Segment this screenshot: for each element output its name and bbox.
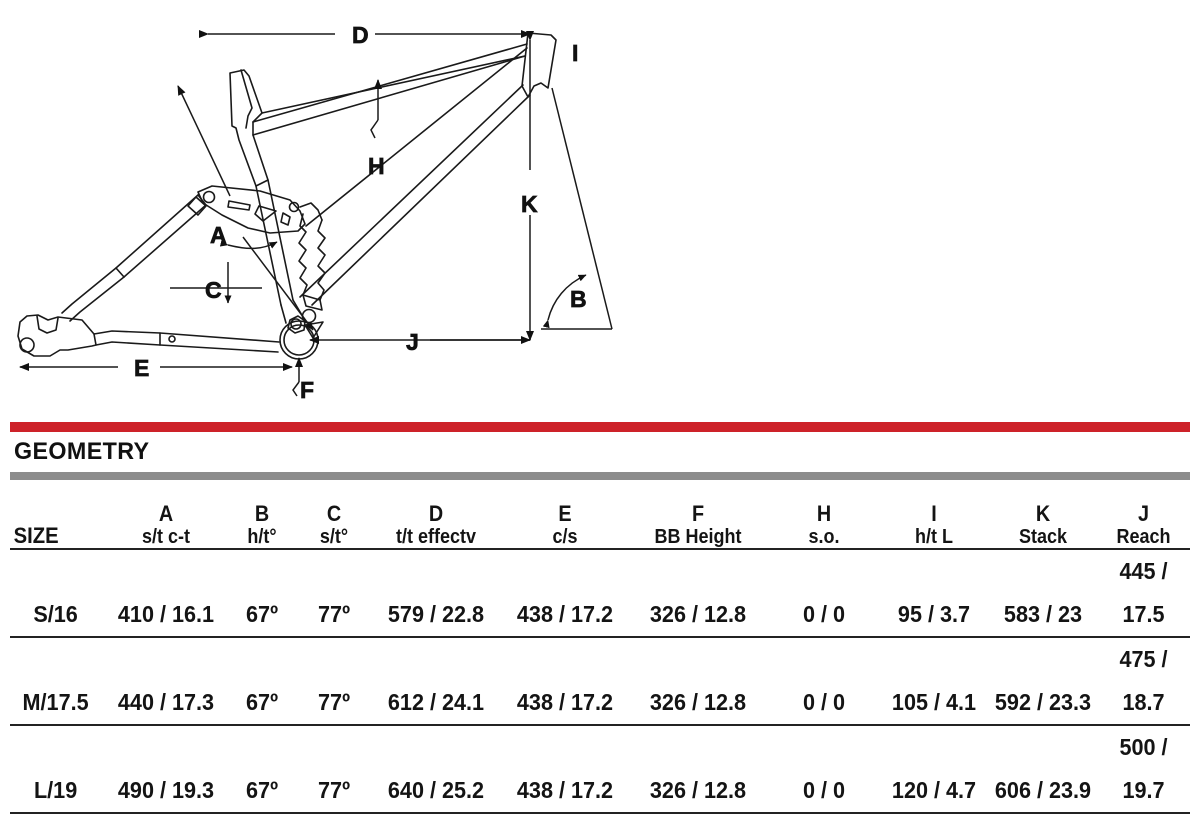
- dim-label-K: K: [521, 191, 538, 217]
- dim-label-E: E: [134, 355, 150, 381]
- col-header-d: D t/t effectv: [369, 486, 503, 549]
- cell-b: 67º: [227, 724, 297, 814]
- cell-c: 77º: [301, 724, 367, 814]
- col-header-j-letter: J: [1137, 501, 1150, 526]
- frame-outline: [17, 32, 557, 360]
- cell-c: 77º: [301, 636, 367, 725]
- col-header-d-letter: D: [428, 501, 444, 526]
- geometry-table: SIZE A s/t c-t B h/t° C s/t° D t/t effec…: [10, 486, 1190, 814]
- cell-b: 67º: [227, 548, 297, 637]
- dim-b-arc: [542, 274, 587, 329]
- col-header-k-letter: K: [1035, 501, 1051, 526]
- col-header-i: I h/t L: [879, 486, 989, 549]
- col-header-d-sub: t/t effectv: [395, 526, 477, 548]
- dim-label-D: D: [352, 22, 369, 48]
- col-header-c-letter: C: [326, 501, 342, 526]
- cell-i: 105 / 4.1: [882, 636, 986, 725]
- cell-i: 95 / 3.7: [882, 548, 986, 637]
- cell-j: 445 / 17.5: [1099, 548, 1188, 637]
- col-header-size: SIZE: [10, 486, 107, 549]
- col-header-a-sub: s/t c-t: [141, 526, 191, 548]
- col-header-f: F BB Height: [627, 486, 769, 549]
- col-header-e-letter: E: [558, 501, 572, 526]
- dim-c-arc: [219, 239, 278, 250]
- col-header-c-sub: s/t°: [319, 526, 349, 548]
- cell-a: 440 / 17.3: [110, 636, 222, 725]
- col-header-j-sub: Reach: [1116, 526, 1171, 548]
- col-header-h-sub: s.o.: [808, 526, 840, 548]
- cell-d: 612 / 24.1: [373, 636, 499, 725]
- dim-label-A: A: [210, 222, 227, 248]
- cell-size: M/17.5: [10, 636, 102, 725]
- dim-label-J: J: [406, 329, 419, 355]
- col-header-k: K Stack: [989, 486, 1097, 549]
- table-header-row: SIZE A s/t c-t B h/t° C s/t° D t/t effec…: [10, 486, 1190, 549]
- cell-e: 438 / 17.2: [506, 724, 624, 814]
- table-row: M/17.5 440 / 17.3 67º 77º 612 / 24.1 438…: [10, 636, 1190, 725]
- col-header-h-letter: H: [816, 501, 832, 526]
- dim-label-H: H: [368, 153, 385, 179]
- col-header-e: E c/s: [503, 486, 627, 549]
- cell-c: 77º: [301, 548, 367, 637]
- dim-label-B: B: [570, 286, 587, 312]
- col-header-h: H s.o.: [769, 486, 879, 549]
- frame-geometry-diagram: D I H K A C B J E F: [17, 22, 613, 403]
- cell-i: 120 / 4.7: [882, 724, 986, 814]
- col-header-size-label: SIZE: [13, 523, 59, 548]
- col-header-b-sub: h/t°: [247, 526, 277, 548]
- col-header-a-letter: A: [158, 501, 174, 526]
- cell-a: 490 / 19.3: [110, 724, 222, 814]
- dim-a-leader: [242, 236, 314, 331]
- cell-e: 438 / 17.2: [506, 636, 624, 725]
- dim-f-leader: [292, 381, 300, 397]
- dim-a-upper: [177, 85, 231, 197]
- col-header-f-sub: BB Height: [654, 526, 742, 548]
- cell-j: 475 / 18.7: [1099, 636, 1188, 725]
- col-header-i-letter: I: [931, 501, 937, 526]
- col-header-j: J Reach: [1097, 486, 1190, 549]
- col-header-e-sub: c/s: [552, 526, 578, 548]
- section-title: GEOMETRY: [14, 438, 150, 465]
- cell-f: 326 / 12.8: [631, 724, 765, 814]
- col-header-b: B h/t°: [225, 486, 299, 549]
- dim-b-axis: [551, 87, 613, 330]
- col-header-b-letter: B: [254, 501, 270, 526]
- cell-h: 0 / 0: [772, 724, 876, 814]
- col-header-k-sub: Stack: [1018, 526, 1068, 548]
- col-header-i-sub: h/t L: [915, 526, 953, 548]
- cell-k: 606 / 23.9: [992, 724, 1094, 814]
- cell-d: 579 / 22.8: [373, 548, 499, 637]
- dimension-lines: [19, 30, 613, 397]
- col-header-a: A s/t c-t: [107, 486, 225, 549]
- cell-h: 0 / 0: [772, 636, 876, 725]
- dim-label-F: F: [300, 377, 315, 403]
- cell-a: 410 / 16.1: [110, 548, 222, 637]
- cell-size: L/19: [10, 724, 102, 814]
- cell-f: 326 / 12.8: [631, 548, 765, 637]
- table-row: S/16 410 / 16.1 67º 77º 579 / 22.8 438 /…: [10, 548, 1190, 637]
- cell-k: 592 / 23.3: [992, 636, 1094, 725]
- bike-frame-drawing: [17, 30, 613, 397]
- geometry-section: GEOMETRY SIZE A s/t c-t B h/t° C: [0, 410, 1200, 814]
- dim-label-I: I: [572, 40, 579, 66]
- cell-d: 640 / 25.2: [373, 724, 499, 814]
- col-header-f-letter: F: [691, 501, 705, 526]
- dim-h-leader: [370, 119, 379, 139]
- cell-h: 0 / 0: [772, 548, 876, 637]
- table-row: L/19 490 / 19.3 67º 77º 640 / 25.2 438 /…: [10, 724, 1190, 814]
- cell-b: 67º: [227, 636, 297, 725]
- col-header-c: C s/t°: [299, 486, 369, 549]
- cell-e: 438 / 17.2: [506, 548, 624, 637]
- cell-k: 583 / 23: [992, 548, 1094, 637]
- gray-divider-rule: [10, 472, 1190, 480]
- dim-label-C: C: [205, 277, 222, 303]
- cell-size: S/16: [10, 548, 102, 637]
- cell-j: 500 / 19.7: [1099, 724, 1188, 814]
- red-accent-rule: [10, 422, 1190, 432]
- cell-f: 326 / 12.8: [631, 636, 765, 725]
